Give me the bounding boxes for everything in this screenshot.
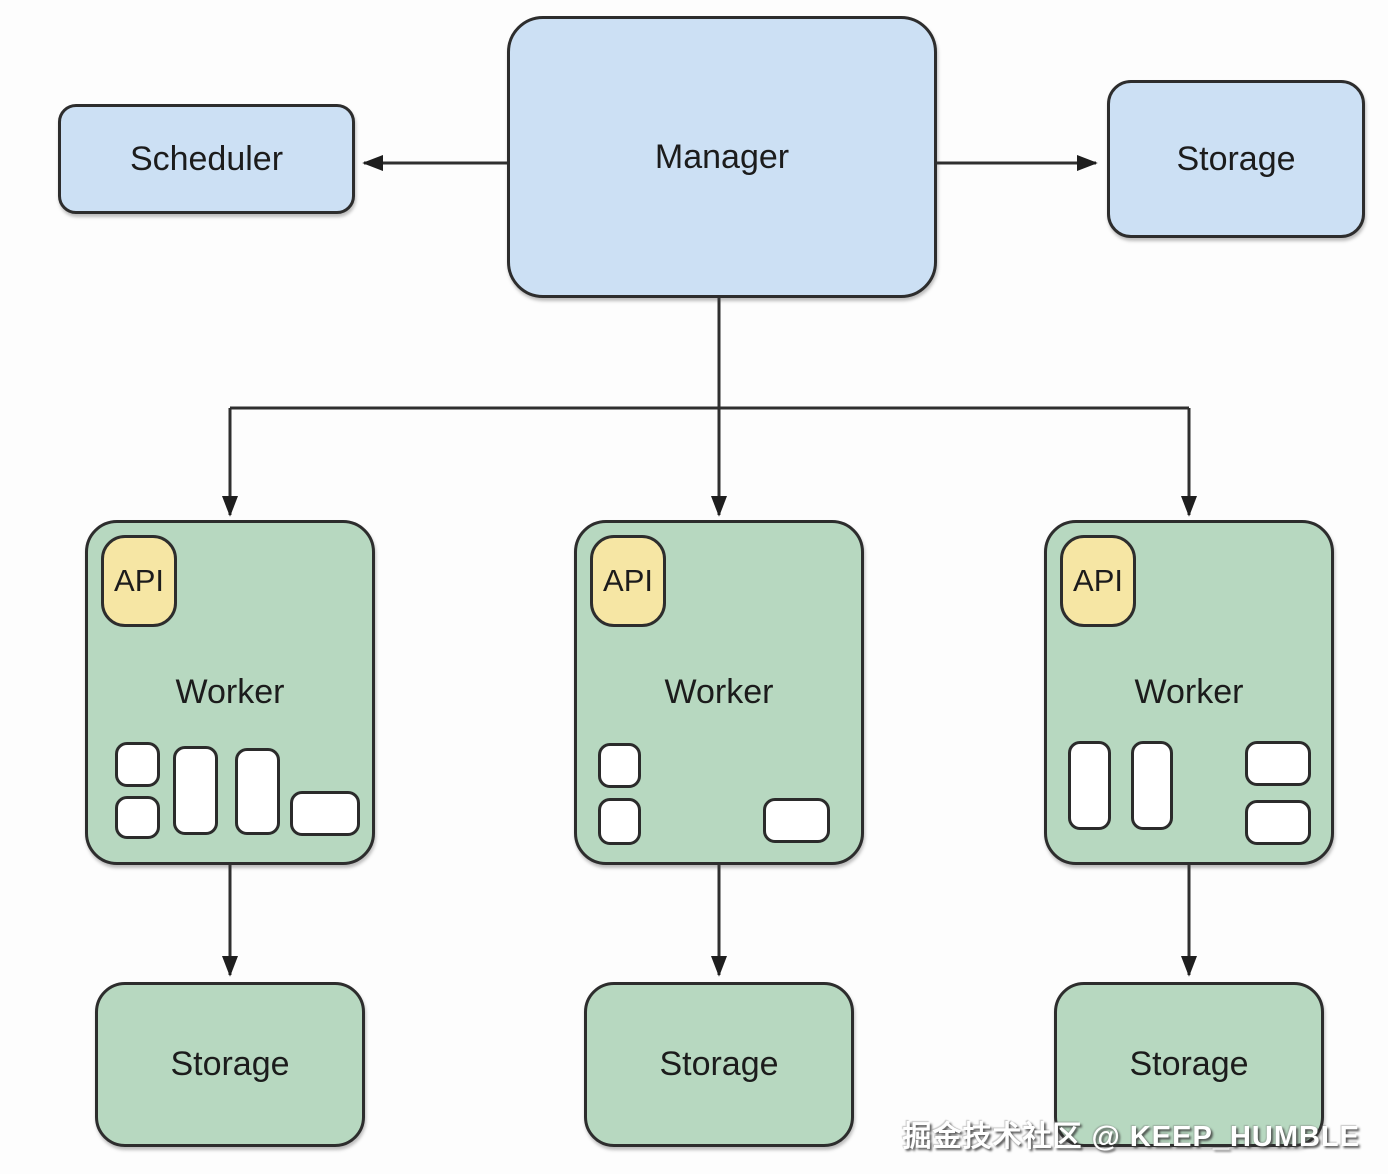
- task-slot: [1068, 741, 1111, 830]
- manager-label: Manager: [654, 137, 790, 176]
- api-badge: API: [1060, 535, 1136, 627]
- task-slot: [1245, 800, 1311, 845]
- api-badge-label: API: [114, 563, 164, 598]
- task-slot: [598, 743, 641, 788]
- task-slot: [115, 796, 160, 839]
- task-slot: [235, 748, 280, 835]
- task-slot: [1131, 741, 1173, 830]
- scheduler-node: Scheduler: [58, 104, 355, 214]
- task-slot: [290, 791, 360, 836]
- worker-label: Worker: [175, 673, 285, 711]
- task-slot: [1245, 741, 1311, 786]
- bottom-storage-label: Storage: [659, 1045, 779, 1083]
- worker-label: Worker: [1134, 673, 1244, 711]
- api-badge: API: [590, 535, 666, 627]
- worker-node-1: API Worker: [85, 520, 375, 865]
- top-storage-label: Storage: [1176, 139, 1296, 178]
- bottom-storage-node-1: Storage: [95, 982, 365, 1147]
- bottom-storage-node-3: Storage: [1054, 982, 1324, 1147]
- bottom-storage-label: Storage: [170, 1045, 290, 1083]
- bottom-storage-node-2: Storage: [584, 982, 854, 1147]
- worker-node-2: API Worker: [574, 520, 864, 865]
- bottom-storage-label: Storage: [1129, 1045, 1249, 1083]
- task-slot: [173, 746, 218, 835]
- scheduler-label: Scheduler: [129, 139, 284, 178]
- api-badge-label: API: [603, 563, 653, 598]
- manager-node: Manager: [507, 16, 937, 298]
- task-slot: [598, 798, 641, 845]
- api-badge-label: API: [1073, 563, 1123, 598]
- api-badge: API: [101, 535, 177, 627]
- task-slot: [115, 742, 160, 787]
- worker-label: Worker: [664, 673, 774, 711]
- watermark: 掘金技术社区 @ KEEP_HUMBLE: [902, 1121, 1360, 1153]
- task-slot: [763, 798, 830, 843]
- worker-node-3: API Worker: [1044, 520, 1334, 865]
- top-storage-node: Storage: [1107, 80, 1365, 238]
